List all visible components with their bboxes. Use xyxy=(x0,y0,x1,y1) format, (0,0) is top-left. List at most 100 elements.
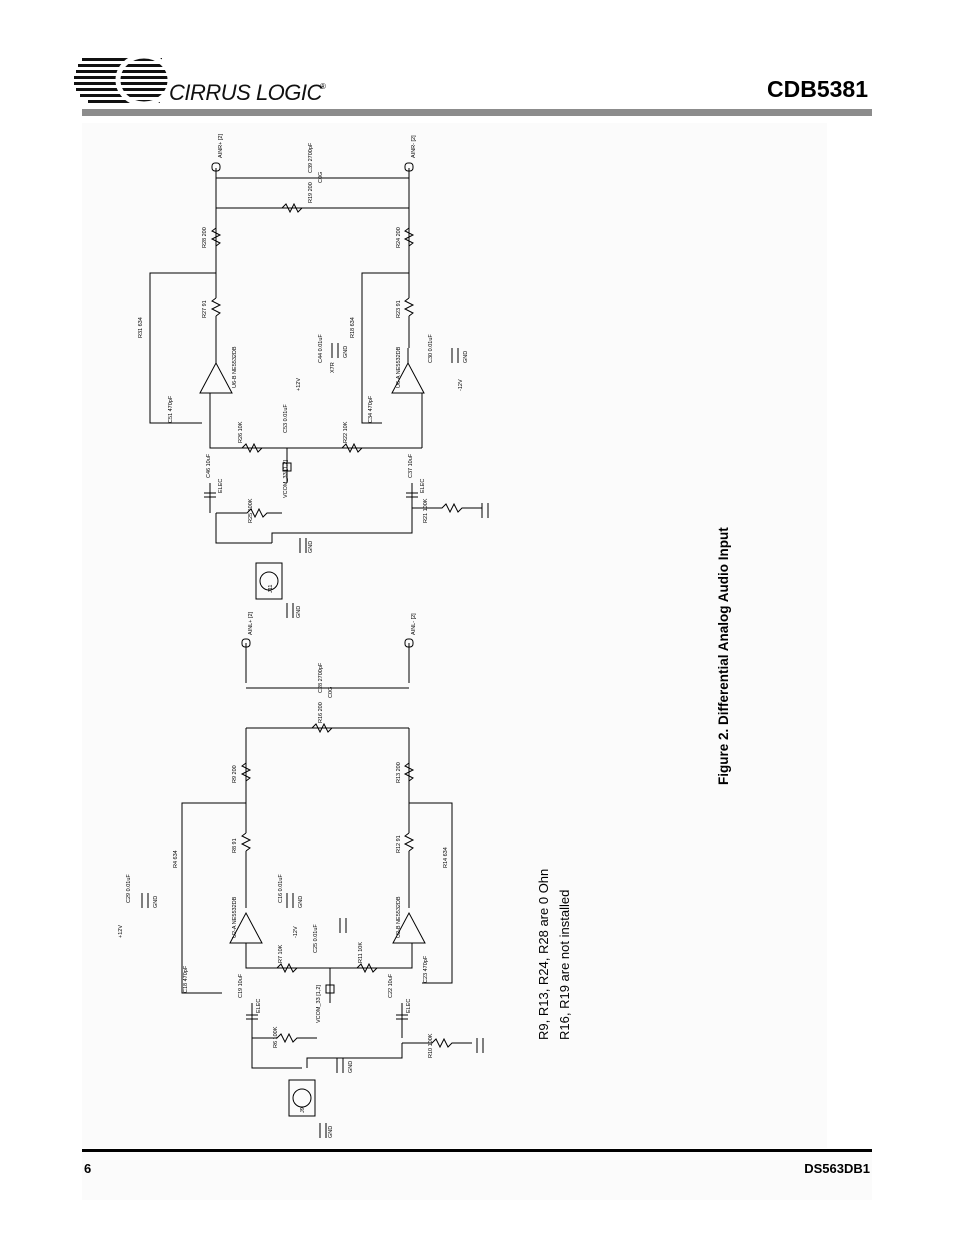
label-plus12v-right: +12V xyxy=(296,378,302,391)
label-r14: R14 634 xyxy=(443,847,449,868)
label-minus12v-right: -12V xyxy=(458,379,464,391)
resistor-r28 xyxy=(210,227,222,247)
resistor-r26 xyxy=(241,442,263,454)
label-gnd-3: GND xyxy=(308,541,314,553)
resistor-r7 xyxy=(276,962,298,974)
resistor-r8 xyxy=(240,832,252,852)
label-c25: C25 0.01uF xyxy=(313,924,319,953)
footer-rule xyxy=(82,1149,872,1152)
wire-feedback-r31 xyxy=(149,272,216,424)
label-c37: C37 10uF xyxy=(408,453,414,478)
label-plus12v-left: +12V xyxy=(118,925,124,938)
label-u2b: U2-B NE5532DB xyxy=(396,896,402,938)
label-r19: R19 200 xyxy=(308,182,314,203)
resistor-r12 xyxy=(403,832,415,852)
label-c22: C22 10uF xyxy=(388,973,394,998)
label-r6: R6 100K xyxy=(273,1026,279,1048)
label-x7r-1: X7R xyxy=(330,362,336,373)
label-c29: C29 0.01uF xyxy=(126,874,132,903)
label-j11: J11 xyxy=(268,585,274,593)
figure-panel xyxy=(82,123,827,1148)
label-minus12v-left: -12V xyxy=(293,926,299,938)
label-r10: R10 100K xyxy=(428,1033,434,1058)
label-c19: C19 10uF xyxy=(238,973,244,998)
wire-vcom-net xyxy=(245,943,413,969)
label-r9: R9 200 xyxy=(232,765,238,783)
schematic-diagram: AINR+ [2] AINR- [2] AINL+ [2] AINL- [2] U6-B… xyxy=(118,134,489,1138)
label-elec-1: ELEC xyxy=(218,479,224,493)
resistor-r16 xyxy=(311,722,333,734)
resistor-r6 xyxy=(252,1032,317,1044)
connector-j11 xyxy=(259,571,279,591)
port-ainl-neg xyxy=(404,638,414,648)
label-r16: R16 200 xyxy=(318,702,324,723)
footer-panel xyxy=(82,1152,872,1200)
label-r13: R13 200 xyxy=(396,762,402,783)
label-r11: R11 10K xyxy=(358,942,364,963)
label-r24: R24 200 xyxy=(396,227,402,248)
document-title: CDB5381 xyxy=(767,76,868,102)
logo-swoosh-icon xyxy=(74,53,173,107)
resistor-r22 xyxy=(341,442,363,454)
resistor-r25 xyxy=(216,507,282,519)
label-gnd-7: GND xyxy=(348,1061,354,1073)
wire-vcom-net xyxy=(209,393,422,449)
label-c44: C44 0.01uF xyxy=(318,334,324,363)
label-r7: R7 10K xyxy=(278,944,284,963)
document-id: DS563DB1 xyxy=(804,1161,870,1176)
label-elec-4: ELEC xyxy=(406,999,412,1013)
label-r12: R12 91 xyxy=(396,835,402,853)
label-elec-2: ELEC xyxy=(420,479,426,493)
resistor-r19 xyxy=(281,202,303,214)
resistor-r10 xyxy=(402,1037,472,1049)
label-ainr-pos: AINR+ [2] xyxy=(218,134,224,158)
label-r25: R25 100K xyxy=(248,498,254,523)
label-vcom-right: VCOM_33 [1,2] xyxy=(283,460,289,498)
resistor-r21 xyxy=(412,502,482,514)
label-u2a: U2-A NE5532DB xyxy=(232,896,238,938)
wire-feedback-r4 xyxy=(181,802,246,994)
label-gnd-5: GND xyxy=(153,896,159,908)
label-c0g-2: C0G xyxy=(328,687,334,698)
resistor-r27 xyxy=(210,297,222,317)
opamp-u6a xyxy=(391,361,425,394)
label-r8: R8 91 xyxy=(232,838,238,853)
label-r21: R21 100K xyxy=(423,498,429,523)
label-u6b: U6-B NE5532DB xyxy=(232,346,238,388)
resistor-r24 xyxy=(403,227,415,247)
label-c23: C23 470pF xyxy=(423,955,429,983)
label-gnd-4: GND xyxy=(296,606,302,618)
figure-caption: Figure 2. Differential Analog Audio Inpu… xyxy=(716,527,731,785)
label-c53: C53 0.01uF xyxy=(283,404,289,433)
label-ainl-neg: AINL- [2] xyxy=(411,613,417,635)
registered-mark: ® xyxy=(320,82,326,91)
resistor-r13 xyxy=(403,762,415,782)
label-r31: R31 634 xyxy=(138,317,144,338)
connector-j9 xyxy=(292,1088,312,1108)
label-c0g-1: C0G xyxy=(318,172,324,183)
label-ainr-neg: AINR- [2] xyxy=(411,135,417,158)
label-r4: R4 634 xyxy=(173,850,179,868)
label-r28: R28 200 xyxy=(202,227,208,248)
label-u6a: U6-A NE5532DB xyxy=(396,346,402,388)
brand-name: CIRRUS LOGIC xyxy=(169,80,322,105)
resistor-r9 xyxy=(240,762,252,782)
label-c39: C39 2700pF xyxy=(308,142,314,173)
wire xyxy=(215,513,272,544)
label-c46: C46 10uF xyxy=(206,453,212,478)
label-c51: C51 470pF xyxy=(168,395,174,423)
page-number: 6 xyxy=(84,1161,92,1176)
header-rule xyxy=(82,109,872,116)
wire-feedback-r14 xyxy=(409,802,453,984)
note-zero-ohm: R9, R13, R24, R28 are 0 Ohn xyxy=(536,868,551,1040)
ground-symbols xyxy=(141,343,489,1138)
label-c30: C30 0.01uF xyxy=(428,334,434,363)
label-gnd-2: GND xyxy=(463,351,469,363)
schematic-labels: AINR+ [2] AINR- [2] AINL+ [2] AINL- [2] U6-B… xyxy=(118,134,469,1138)
resistor-r11 xyxy=(356,962,378,974)
label-r23: R23 91 xyxy=(396,300,402,318)
resistor-r23 xyxy=(403,297,415,317)
label-ainl-pos: AINL+ [2] xyxy=(248,611,254,635)
label-r26: R26 10K xyxy=(238,421,244,443)
label-r27: R27 91 xyxy=(202,300,208,318)
